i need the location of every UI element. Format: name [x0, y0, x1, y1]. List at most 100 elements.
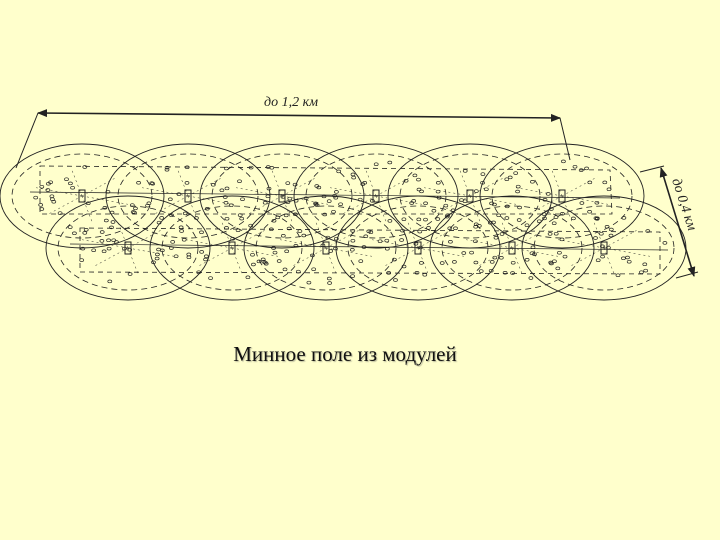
- module-inner-boundary: [57, 205, 199, 291]
- mine-dot: [662, 241, 668, 245]
- module-inner-boundary: [533, 205, 675, 291]
- mine-dot: [106, 246, 112, 251]
- mine-dot: [261, 260, 267, 264]
- mine-dot: [156, 247, 161, 252]
- mine-dot: [401, 264, 407, 269]
- mine-dot: [64, 177, 69, 181]
- mine-dot: [419, 261, 424, 265]
- scatter-line: [382, 247, 419, 268]
- mine-dot: [297, 229, 303, 233]
- mine-dot: [269, 166, 275, 170]
- mine-dot: [416, 187, 422, 192]
- scatter-line: [196, 247, 233, 268]
- module-outer-boundary: [429, 195, 595, 301]
- mine-dot: [33, 195, 39, 200]
- scatter-line: [551, 168, 563, 197]
- mine-dot: [240, 197, 245, 201]
- mine-dot: [286, 226, 292, 231]
- mine-dot: [130, 210, 136, 214]
- mine-dot: [351, 175, 357, 180]
- scatter-line: [92, 247, 129, 268]
- mine-dot: [560, 212, 565, 216]
- mine-dot: [154, 256, 160, 261]
- launcher-mark: [414, 241, 422, 255]
- mine-dot: [476, 224, 482, 228]
- mine-dot: [553, 231, 559, 236]
- mine-dot: [310, 253, 315, 258]
- mine-dot: [271, 246, 276, 250]
- scatter-line: [81, 195, 93, 224]
- bottom-row-module: [149, 195, 315, 301]
- mine-dot: [103, 218, 109, 223]
- scatter-line: [417, 247, 464, 257]
- mine-dot: [498, 256, 504, 260]
- mine-dot: [435, 217, 441, 221]
- scatter-line: [469, 176, 506, 197]
- mine-dot: [282, 267, 288, 272]
- mine-dot: [168, 246, 174, 250]
- mine-dot: [182, 211, 188, 216]
- bottom-zone-boundary: [79, 227, 661, 275]
- mine-dot: [435, 181, 441, 185]
- mine-dot: [122, 246, 127, 251]
- mine-dot: [265, 194, 271, 199]
- top-zone-boundary: [39, 165, 613, 215]
- mine-dot: [251, 262, 256, 267]
- mine-dot: [492, 202, 497, 207]
- scatter-line: [340, 195, 377, 216]
- scatter-line: [271, 168, 283, 197]
- mine-dot: [186, 255, 192, 260]
- mine-dot: [469, 250, 474, 255]
- scatter-line: [561, 176, 598, 197]
- top-row-module: [0, 143, 165, 249]
- mine-dot: [313, 201, 318, 206]
- mine-dot: [245, 275, 251, 280]
- mine-dot: [57, 211, 63, 215]
- mine-dot: [326, 276, 332, 281]
- mine-dot: [555, 266, 561, 271]
- bottom-row-module: [243, 195, 409, 301]
- width-dimension-label: до 1,2 км: [264, 95, 318, 110]
- launcher-mark: [508, 241, 516, 255]
- mine-dot: [164, 165, 170, 170]
- mine-dot: [489, 260, 495, 264]
- launcher-mark: [124, 241, 132, 255]
- mine-dot: [155, 252, 160, 257]
- mine-dot: [237, 213, 243, 217]
- mine-dot: [387, 160, 393, 165]
- scatter-line: [290, 247, 327, 268]
- mine-dot: [208, 276, 213, 280]
- mine-dot: [435, 189, 441, 194]
- mine-dot: [338, 202, 343, 206]
- mine-dot: [600, 254, 605, 259]
- scatter-line: [177, 168, 189, 197]
- mine-dot: [536, 219, 542, 223]
- mine-dot: [401, 217, 407, 221]
- scatter-line: [417, 228, 454, 249]
- scatter-line: [330, 187, 377, 197]
- mine-dot: [107, 279, 113, 284]
- mine-dot: [237, 179, 242, 183]
- mine-dot: [328, 249, 334, 253]
- mine-dot: [248, 165, 254, 170]
- mine-dot: [504, 216, 510, 220]
- mine-dot: [608, 227, 614, 232]
- mine-dot: [412, 173, 418, 178]
- mine-dot: [358, 259, 364, 263]
- mine-dot: [643, 268, 649, 273]
- mine-dot: [368, 230, 374, 235]
- module-outer-boundary: [293, 143, 459, 249]
- mine-dot: [587, 210, 592, 214]
- mine-dot: [593, 216, 599, 220]
- mine-dot: [262, 260, 268, 265]
- mine-dot: [557, 250, 562, 255]
- scatter-line: [476, 247, 513, 268]
- mine-dot: [159, 216, 165, 220]
- mine-dot: [400, 228, 405, 233]
- mine-dot: [82, 165, 88, 169]
- mine-dot: [284, 249, 290, 254]
- mine-dot: [45, 188, 51, 192]
- scatter-line: [231, 247, 278, 257]
- mine-dot: [306, 280, 312, 285]
- mine-dot: [350, 274, 355, 278]
